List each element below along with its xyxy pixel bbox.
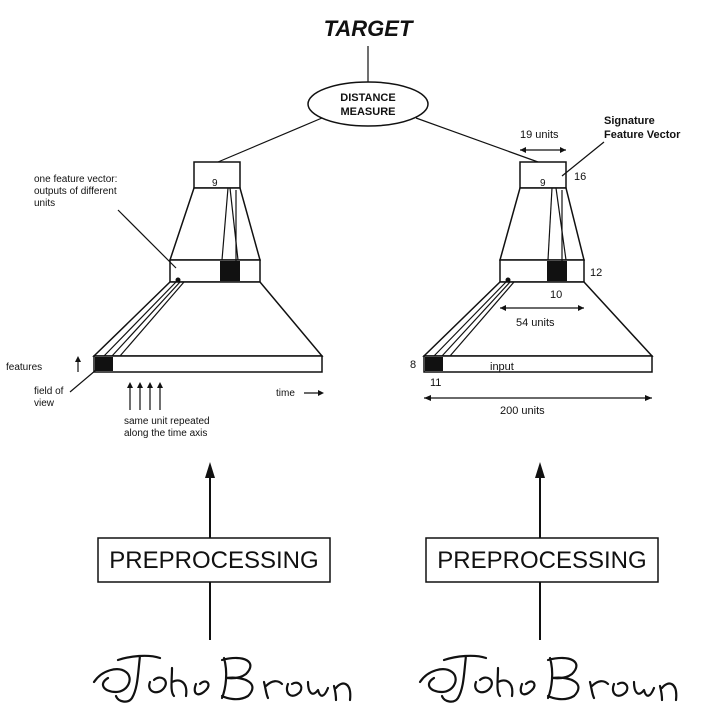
right-n11: 11 (430, 377, 441, 389)
left-field-of-view-2: view (34, 398, 55, 409)
left-small-number: 9 (212, 178, 218, 189)
field-of-view-pointer (69, 369, 97, 393)
right-dim-19: 19 units (520, 129, 559, 141)
right-conn-2 (555, 187, 567, 261)
left-hidden-layer (169, 259, 261, 283)
right-dim-54: 54 units (516, 317, 555, 329)
left-features-label: features (6, 362, 42, 373)
right-n12: 12 (590, 267, 602, 279)
right-signature-2: Feature Vector (604, 129, 681, 141)
target-title: TARGET (324, 16, 414, 41)
dim-19-arrow-l (520, 147, 526, 153)
left-preprocessing-label: PREPROCESSING (109, 547, 318, 574)
right-up-arrow (535, 462, 545, 538)
distance-measure-line2: MEASURE (340, 106, 395, 118)
left-feature-vector-pointer (117, 209, 177, 269)
right-input-layer (423, 355, 653, 373)
left-input-kernel (95, 357, 113, 371)
right-conn-6 (433, 281, 507, 357)
left-conn-1 (221, 187, 229, 261)
dim-54-arrow-r (578, 305, 584, 311)
left-feature-vector-note-1: one feature vector: (34, 174, 117, 185)
right-output-box (519, 161, 567, 189)
right-conn-4 (441, 281, 511, 357)
connector-right (415, 117, 539, 163)
dim-200-arrow-l (424, 395, 431, 401)
dim-19-arrow-r (560, 147, 566, 153)
right-network: 9 19 units Signature Feature Vector 16 1… (410, 115, 681, 417)
signature-pointer (561, 141, 605, 177)
left-field-of-view-1: field of (34, 386, 64, 397)
left-feature-vector-note-3: units (34, 198, 55, 209)
distance-measure-node (307, 81, 429, 127)
right-input-label: input (490, 361, 514, 373)
right-hidden-layer (499, 259, 585, 283)
right-upper-layer (499, 187, 585, 261)
left-hidden-kernel (220, 261, 240, 281)
right-hidden-kernel (547, 261, 567, 281)
right-n8: 8 (410, 359, 416, 371)
right-signature-1: Signature (604, 115, 655, 127)
left-signature-image (92, 654, 352, 703)
left-same-unit-1: same unit repeated (124, 416, 210, 427)
time-arrow-head (318, 390, 324, 396)
left-conn-6 (103, 281, 177, 357)
left-network: 9 one feature vector: outputs of differe… (6, 161, 324, 439)
time-repeat-arrows (127, 382, 163, 410)
left-time-label: time (276, 388, 295, 399)
left-conn-4 (111, 281, 181, 357)
right-n16: 16 (574, 171, 586, 183)
left-unit-dot (175, 277, 181, 283)
right-dim-200: 200 units (500, 405, 545, 417)
dim-200-arrow-r (645, 395, 652, 401)
right-unit-dot (505, 277, 511, 283)
left-lower-layer (92, 281, 324, 357)
right-preprocessing-box (425, 537, 659, 583)
right-small-number: 9 (540, 178, 546, 189)
left-same-unit-2: along the time axis (124, 428, 207, 439)
features-arrow-head (75, 356, 81, 362)
left-up-arrow (205, 462, 215, 538)
left-preprocessing-box (97, 537, 331, 583)
right-input-kernel (425, 357, 443, 371)
right-conn-1 (547, 187, 553, 261)
right-conn-5 (449, 281, 515, 357)
dim-54-arrow-l (500, 305, 506, 311)
left-output-box (193, 161, 241, 189)
left-conn-2 (229, 187, 239, 261)
left-conn-5 (119, 281, 185, 357)
right-preprocessing-label: PREPROCESSING (437, 547, 646, 574)
left-feature-vector-note-2: outputs of different (34, 186, 117, 197)
right-n10: 10 (550, 289, 562, 301)
left-input-layer (93, 355, 323, 373)
distance-measure-line1: DISTANCE (340, 92, 395, 104)
right-signature-image (418, 654, 678, 703)
left-upper-layer (168, 187, 261, 261)
connector-left (217, 117, 323, 163)
